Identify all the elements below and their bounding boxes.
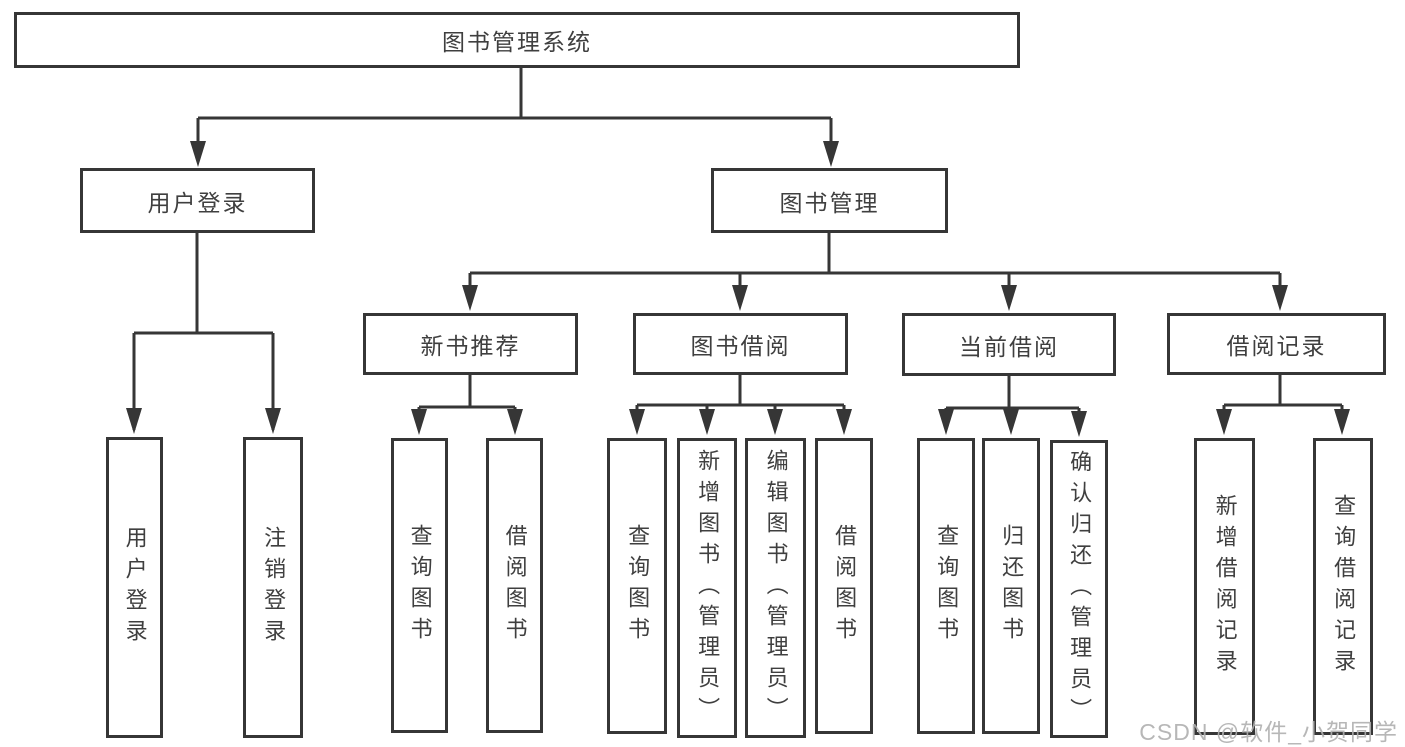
node-user-login-leaf-label: 用户登录 [122,525,148,650]
node-return-books-label: 归还图书 [999,524,1025,648]
node-logout-leaf: 注销登录 [243,437,303,738]
node-edit-books-admin: 编辑图书（管理员） [745,438,806,738]
node-confirm-return-admin: 确认归还（管理员） [1050,440,1108,738]
node-query-books-recommend-label: 查询图书 [407,523,433,648]
node-add-borrow-record: 新增借阅记录 [1194,438,1255,735]
node-confirm-return-admin-label: 确认归还（管理员） [1067,449,1093,729]
node-return-books: 归还图书 [982,438,1040,734]
node-new-book-recommend: 新书推荐 [363,313,578,375]
node-query-borrow-record-label: 查询借阅记录 [1331,493,1357,680]
node-book-borrowing: 图书借阅 [633,313,848,375]
node-borrow-records: 借阅记录 [1167,313,1386,375]
node-add-books-admin-label: 新增图书（管理员） [695,448,721,728]
node-query-books-current-label: 查询图书 [934,524,960,648]
node-library-system: 图书管理系统 [14,12,1020,68]
node-query-books-current: 查询图书 [917,438,975,734]
node-user-login-leaf: 用户登录 [106,437,163,738]
node-query-books-borrowing: 查询图书 [607,438,667,734]
csdn-watermark: CSDN @软件_小贺同学 [1139,719,1398,745]
node-borrow-books-recommend-label: 借阅图书 [502,523,528,648]
node-borrow-books-leaf: 借阅图书 [815,438,873,734]
node-query-borrow-record: 查询借阅记录 [1313,438,1373,735]
node-query-books-recommend: 查询图书 [391,438,448,733]
node-edit-books-admin-label: 编辑图书（管理员） [763,448,789,728]
node-add-borrow-record-label: 新增借阅记录 [1212,493,1238,680]
node-borrow-books-recommend: 借阅图书 [486,438,543,733]
node-borrow-books-leaf-label: 借阅图书 [832,524,858,648]
node-add-books-admin: 新增图书（管理员） [677,438,737,738]
node-query-books-borrowing-label: 查询图书 [625,524,651,648]
node-logout-leaf-label: 注销登录 [261,525,287,650]
node-user-login: 用户登录 [80,168,315,233]
arrowheads [126,141,1350,437]
node-current-borrowing: 当前借阅 [902,313,1116,376]
node-book-management: 图书管理 [711,168,948,233]
